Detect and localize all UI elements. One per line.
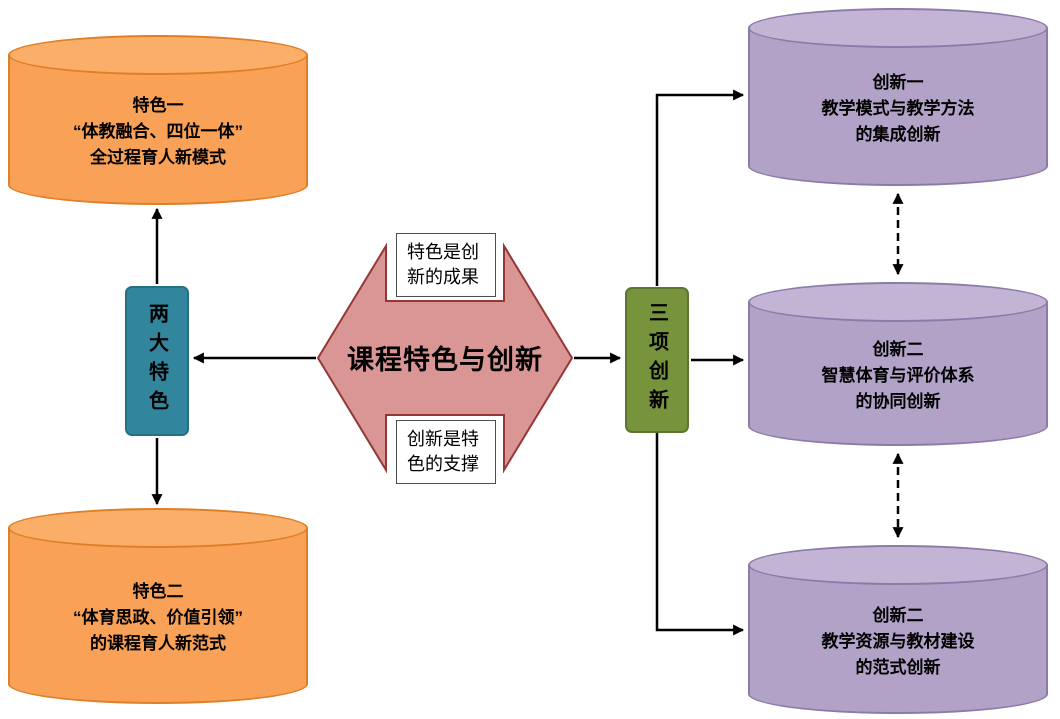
feature1-title: 特色一	[132, 96, 184, 115]
three-innovations-hub-label: 三项创新	[645, 302, 668, 418]
feature2-cylinder-body	[8, 528, 308, 704]
three-innovations-hub: 三项创新	[625, 287, 689, 433]
top-note: 特色是创新的成果	[396, 233, 496, 297]
feature1-cylinder-top-ellipse	[8, 35, 308, 75]
two-features-hub-label: 两大特色	[145, 303, 168, 419]
feature1-cylinder-body	[8, 55, 308, 205]
connector-hub-to-innovation1	[655, 89, 745, 286]
innovation3-cylinder-body	[748, 565, 1048, 714]
innovation3-cylinder-top-ellipse	[748, 545, 1048, 585]
feature2-line1: “体育思政、价值引领”	[73, 608, 243, 627]
feature2-cylinder: 特色二 “体育思政、价值引领” 的课程育人新范式	[8, 508, 308, 704]
innovation2-title: 创新二	[872, 340, 924, 359]
innovation3-cylinder: 创新二 教学资源与教材建设 的范式创新	[748, 545, 1048, 714]
innovation1-title: 创新一	[872, 73, 924, 92]
feature2-line2: 的课程育人新范式	[90, 634, 226, 653]
innovation2-cylinder-body	[748, 302, 1048, 446]
innovation1-cylinder-top-ellipse	[748, 8, 1048, 48]
feature1-cylinder: 特色一 “体教融合、四位一体” 全过程育人新模式	[8, 35, 308, 205]
innovation2-cylinder-top-ellipse	[748, 282, 1048, 322]
feature2-title: 特色二	[132, 582, 184, 601]
feature1-line1: “体教融合、四位一体”	[73, 122, 243, 141]
bottom-note: 创新是特色的支撑	[396, 420, 496, 484]
feature1-line2: 全过程育人新模式	[90, 148, 226, 167]
innovation2-line2: 的协同创新	[855, 392, 941, 411]
connector-hub-to-innovation3	[655, 433, 745, 636]
center-double-arrow-shape	[316, 242, 574, 474]
two-features-hub: 两大特色	[125, 286, 189, 436]
innovation2-cylinder: 创新二 智慧体育与评价体系 的协同创新	[748, 282, 1048, 446]
innovation1-cylinder-body	[748, 28, 1048, 186]
innovation1-cylinder: 创新一 教学模式与教学方法 的集成创新	[748, 8, 1048, 186]
innovation1-line2: 的集成创新	[855, 125, 941, 144]
innovation3-title: 创新二	[872, 605, 924, 625]
innovation3-line1: 教学资源与教材建设	[821, 631, 975, 651]
innovation2-line1: 智慧体育与评价体系	[821, 366, 975, 385]
innovation3-line2: 的范式创新	[855, 657, 941, 677]
feature2-cylinder-top-ellipse	[8, 508, 308, 548]
innovation1-line1: 教学模式与教学方法	[821, 99, 975, 118]
center-title: 课程特色与创新	[347, 345, 543, 375]
